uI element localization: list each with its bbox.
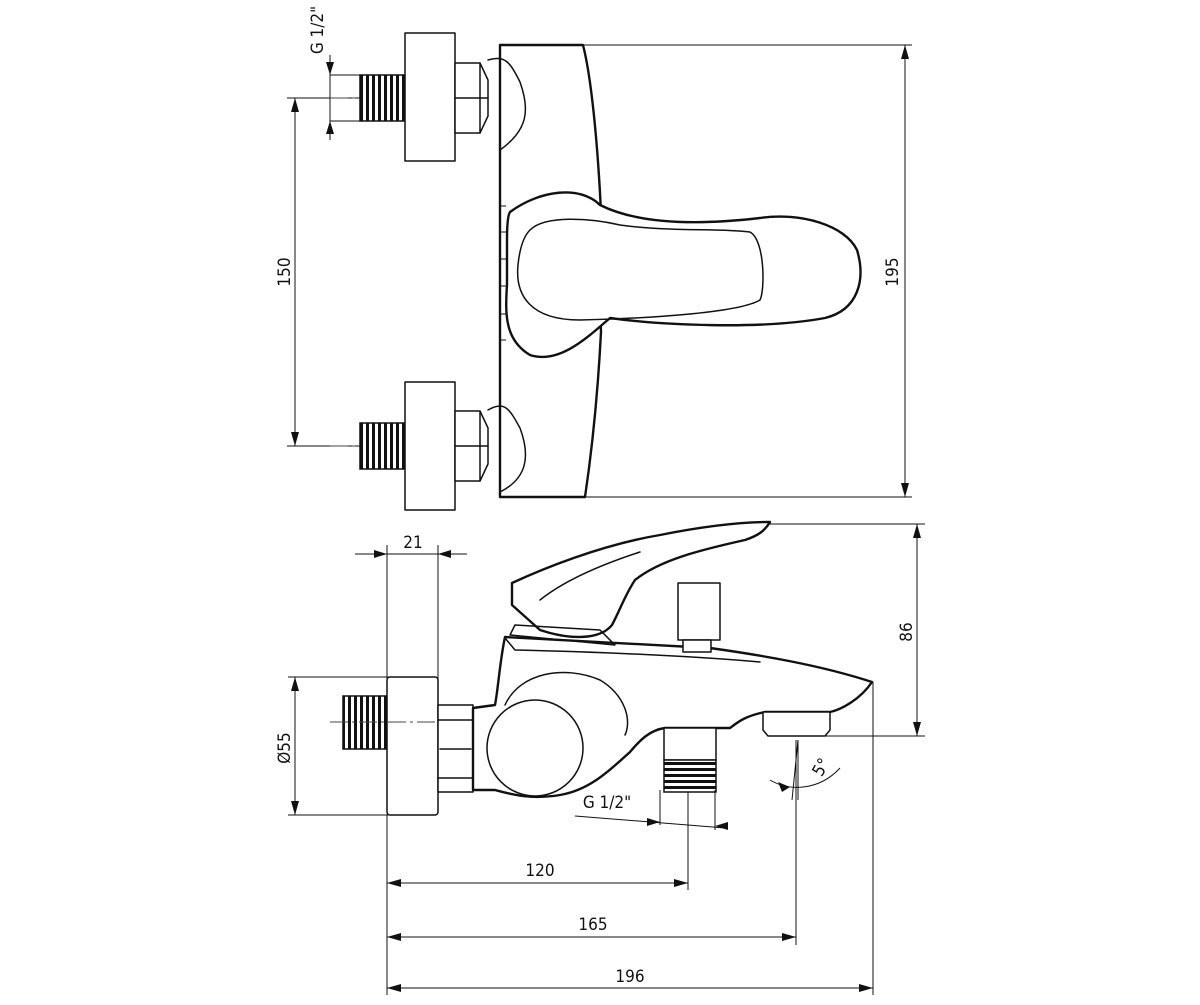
top-lever-handle (505, 191, 862, 359)
side-aerator (762, 711, 831, 737)
side-view: 21 Ø55 86 (275, 520, 925, 995)
top-spacing-label: 150 (275, 257, 295, 286)
side-diverter-knob (677, 582, 721, 653)
side-thread-len-label: 21 (403, 533, 422, 553)
side-thread-len-dimension: 21 (355, 533, 467, 680)
top-spacing-dimension: 150 (275, 97, 360, 447)
side-thread-label: G 1/2" (583, 793, 631, 813)
side-height-label: 86 (897, 622, 917, 641)
top-thread-dimension: G 1/2" (308, 6, 360, 140)
side-wall-connector (330, 676, 600, 816)
side-diameter-dimension: Ø55 (275, 676, 390, 816)
side-outlet-distance-dimension: 120 (387, 861, 688, 887)
side-angle: 5° (769, 739, 841, 801)
thread-stub (342, 695, 388, 750)
top-thread-label: G 1/2" (308, 6, 328, 54)
side-lever (509, 520, 772, 646)
top-upper-connector (330, 32, 489, 162)
side-outlet-distance-label: 120 (525, 861, 554, 881)
side-spout-tip-dimension: 165 (387, 915, 796, 941)
side-spout-tip-label: 165 (578, 915, 607, 935)
thread-stub (359, 74, 406, 122)
side-total-label: 196 (615, 967, 644, 987)
top-height-label: 195 (883, 257, 903, 286)
side-diameter-label: Ø55 (275, 732, 295, 764)
side-outlet (663, 727, 717, 793)
side-body (471, 635, 874, 799)
side-thread-dimension: G 1/2" (574, 790, 728, 830)
side-nut (437, 704, 474, 793)
thread-stub (663, 759, 717, 793)
top-view: G 1/2" 150 195 (275, 6, 912, 511)
side-total-dimension: 196 (387, 967, 873, 992)
thread-stub (359, 422, 406, 470)
top-lower-connector (330, 381, 489, 511)
